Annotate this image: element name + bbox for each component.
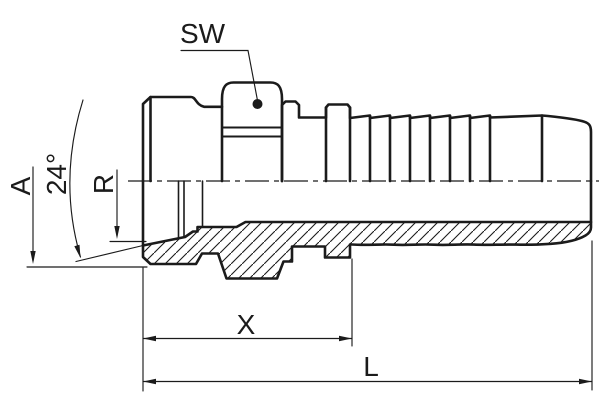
label-angle: 24°: [41, 153, 72, 195]
dimension-r: R: [88, 169, 147, 243]
fitting-outline-upper: [141, 81, 593, 183]
label-a: A: [5, 176, 36, 195]
label-l: L: [363, 351, 379, 382]
label-r: R: [88, 174, 119, 194]
callout-sw: SW: [180, 18, 263, 109]
dimension-cone-angle: 24°: [41, 99, 144, 263]
dimension-x: X: [142, 258, 353, 347]
fitting-outline-lower-section: [141, 179, 593, 280]
cone-extension-line: [75, 244, 144, 263]
hex-nut: [220, 81, 284, 183]
label-x: X: [237, 309, 256, 340]
hose-tail-upper: [280, 100, 593, 183]
dimension-a: A: [5, 166, 148, 268]
dimension-l: L: [142, 240, 593, 392]
bore-line: [141, 220, 593, 247]
label-sw: SW: [180, 18, 226, 49]
sw-callout-dot: [252, 99, 263, 109]
